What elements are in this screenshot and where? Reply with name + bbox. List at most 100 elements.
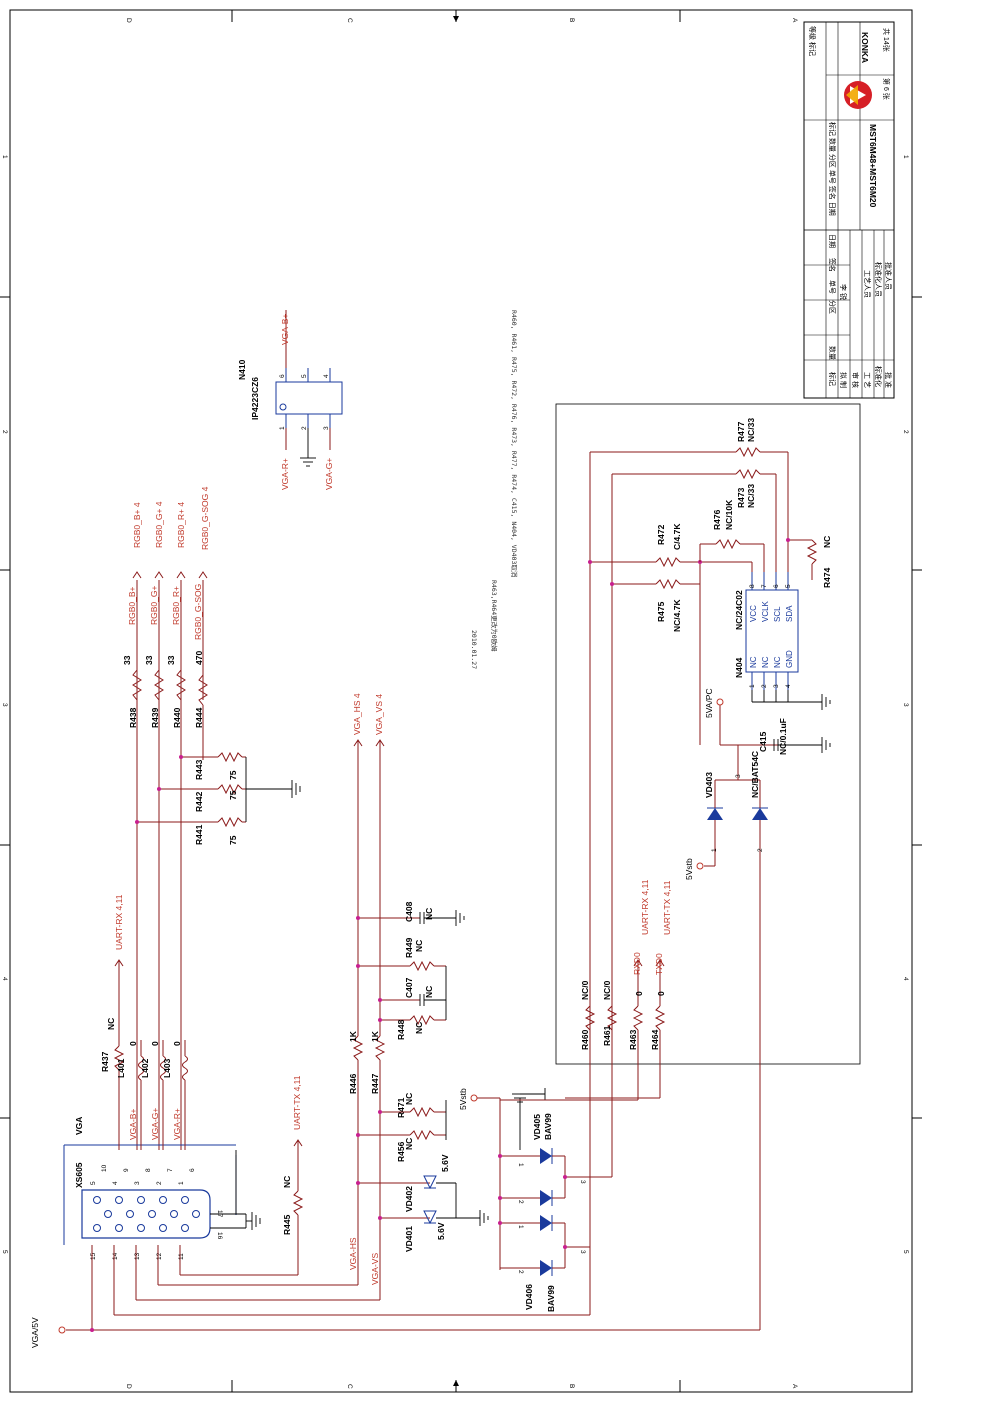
title-header-danhao: 单号 <box>828 280 837 294</box>
r441-ref: R441 <box>194 824 204 845</box>
title-block: 等级 标记 标记 数量 分区 单号 签名 日期 分区 单号 签名 日期 标记 数… <box>803 21 895 399</box>
r446-ref: R446 <box>348 1073 358 1094</box>
title-header-qianming: 签名 <box>828 258 837 272</box>
vga-pin-3: 3 <box>134 1181 141 1185</box>
vd403-ref: VD403 <box>704 772 714 798</box>
title-row-biaoji: 标记 <box>828 372 837 386</box>
n410-ref: N410 <box>237 359 247 380</box>
vga-pin-8: 8 <box>145 1168 152 1172</box>
vga-pin-11: 11 <box>178 1253 185 1260</box>
c407-ref: C407 <box>404 977 414 998</box>
vd405-value: BAV99 <box>543 1113 553 1140</box>
r476-value: NC/10K <box>724 499 734 530</box>
r477-value: NC/33 <box>746 418 756 442</box>
n410-pin-5: 5 <box>301 374 308 378</box>
r448-ref: R448 <box>396 1019 406 1040</box>
n404-pin-vcc: VCC <box>749 605 758 622</box>
r437-value: NC <box>106 1018 116 1030</box>
n410-value: IP4223CZ6 <box>250 377 260 420</box>
net-uart-rx-left: UART-RX 4,11 <box>114 894 124 950</box>
title-name-designer: 李 锐 <box>839 284 848 300</box>
r445-value: NC <box>282 1176 292 1188</box>
frame-number-2-right: 2 <box>902 430 909 434</box>
company-name: KONKA <box>860 32 870 63</box>
r438-ref: R438 <box>128 707 138 728</box>
diode-pin-2b: 2 <box>517 1270 524 1274</box>
net-vga-r: VGA-R+ <box>172 1108 182 1140</box>
vga-pin-1: 1 <box>178 1181 185 1185</box>
c408-ref: C408 <box>404 901 414 922</box>
l401-ref: L401 <box>116 1058 126 1078</box>
title-name-approver: 批准人员 <box>884 262 893 290</box>
net-rgb-g: RGB0_G+ <box>149 586 159 625</box>
net-rgb-r: RGB0_R+ <box>171 586 181 625</box>
net-rgb-sog: RGB0_G-SOG <box>193 584 203 640</box>
r447-ref: R447 <box>370 1073 380 1094</box>
frame-letter-c-bot: C <box>346 1384 353 1389</box>
vga-pin-9: 9 <box>123 1168 130 1172</box>
r438-value: 33 <box>122 655 132 665</box>
vga-input-nets: R437 NC L401 0 L402 0 L403 0 UART-RX 4,1… <box>30 693 760 1348</box>
diode-pin-2a: 2 <box>517 1200 524 1204</box>
r449-ref: R449 <box>404 937 414 958</box>
r464-ref: R464 <box>650 1029 660 1050</box>
n410-pin-1: 1 <box>279 426 286 430</box>
chip-n410: N410 IP4223CZ6 1 2 3 4 5 6 VGA-B+ VGA-R+… <box>237 310 343 490</box>
vga-pin-15: 15 <box>90 1252 97 1260</box>
revision-notes: 2010.01.27 R463,R464更改为0欧姆 R460, R461, R… <box>470 310 519 669</box>
n404-pin-nc-3: NC <box>773 656 782 668</box>
r445-ref: R445 <box>282 1214 292 1235</box>
n404-num-6: 6 <box>773 584 780 588</box>
n410-pin-4: 4 <box>323 374 330 378</box>
r473-value: NC/33 <box>746 484 756 508</box>
vga-pin-4: 4 <box>112 1181 119 1185</box>
vga-pin-5: 5 <box>90 1181 97 1185</box>
vga-connector-ref: XS605 <box>74 1162 84 1188</box>
r475-value: NC/4.7K <box>672 599 682 632</box>
n410-pin-3: 3 <box>323 426 330 430</box>
net-vga-vs: VGA-VS <box>370 1253 380 1285</box>
r477-ref: R477 <box>736 421 746 442</box>
n404-num-8: 8 <box>749 584 756 588</box>
r444-value: 470 <box>194 651 204 665</box>
frame-letter-a-bot: A <box>791 1384 798 1389</box>
diode-pin-1b: 1 <box>517 1225 524 1229</box>
vd403-pin-1: 1 <box>711 848 718 852</box>
ddc-eeprom-section: R460 NC/0 R461 NC/0 R463 0 R464 0 RXD0 T… <box>500 403 861 1330</box>
net-rxd0: RXD0 <box>632 952 642 975</box>
offpage-rgb-r: RGB0_R+ 4 <box>176 502 186 548</box>
r461-value: NC/0 <box>602 980 612 1000</box>
vd406-ref: VD406 <box>524 1284 534 1310</box>
drawing-frame: D C B A D C B A 1 2 3 4 5 1 2 3 4 5 <box>0 9 922 1393</box>
net-vga-b: VGA-B+ <box>128 1109 138 1140</box>
r439-ref: R439 <box>150 707 160 728</box>
konka-logo-icon <box>844 81 872 109</box>
n404-num-7: 7 <box>761 584 768 588</box>
n404-num-2: 2 <box>761 684 768 688</box>
r463-ref: R463 <box>628 1029 638 1050</box>
r456-value: NC <box>404 1138 414 1150</box>
vd401-ref: VD401 <box>404 1226 414 1252</box>
r474-value: NC <box>822 536 832 548</box>
vd403-pin-3: 3 <box>735 774 742 778</box>
frame-number-4-left: 4 <box>1 977 8 981</box>
r463-value: 0 <box>634 991 644 996</box>
n410-pin-2: 2 <box>301 426 308 430</box>
frame-number-2-left: 2 <box>1 430 8 434</box>
n404-value: NC/24C02 <box>734 590 744 630</box>
net-uart-rx-right: UART-RX 4,11 <box>640 879 650 935</box>
net-rgb-b: RGB0_B+ <box>127 586 137 625</box>
n404-pin-scl: SCL <box>773 606 782 622</box>
vga-connector-xs605: XS605 VGA 5 4 3 2 1 10 9 8 7 6 15 14 13 … <box>63 1117 261 1260</box>
net-vga-5v: VGA/5V <box>30 1317 40 1348</box>
r460-value: NC/0 <box>580 980 590 1000</box>
n410-pin-6: 6 <box>279 374 286 378</box>
frame-number-1-right: 1 <box>902 155 909 159</box>
r443-value: 75 <box>228 770 238 780</box>
c415-value: NC/0.1uF <box>778 718 788 755</box>
n410-net-vga-r: VGA-R+ <box>280 458 290 490</box>
vga-pin-2: 2 <box>156 1181 163 1185</box>
r440-ref: R440 <box>172 707 182 728</box>
n410-net-vga-b: VGA-B+ <box>280 314 290 345</box>
n404-num-4: 4 <box>785 684 792 688</box>
